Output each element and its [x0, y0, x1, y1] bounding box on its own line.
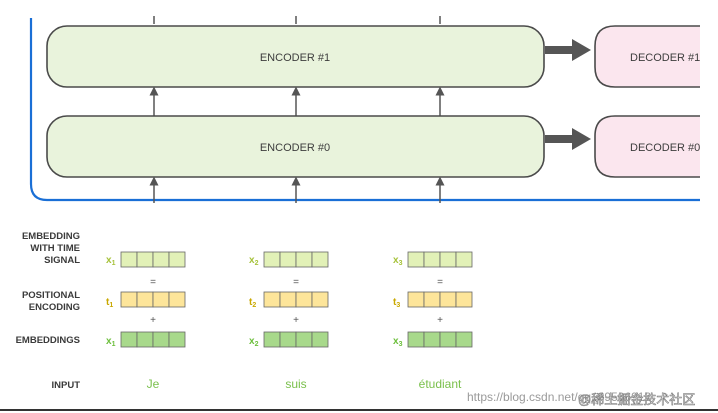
equals-sign-2: =: [293, 277, 299, 288]
watermark-tag: @稀土掘金技术社区: [578, 392, 695, 407]
token-column-1: x1 = t1 + x1 Je: [106, 251, 186, 391]
row-label-input: INPUT: [52, 380, 81, 391]
row-label-time-signal-3: SIGNAL: [44, 255, 80, 266]
positional-var-1: t1: [106, 297, 113, 309]
time-signal-vector-3: [407, 251, 473, 268]
watermark-url: https://blog.csdn.net/qq_39506912: [467, 390, 651, 404]
decoder-0-label: DECODER #0: [630, 142, 700, 154]
positional-var-2: t2: [249, 297, 256, 309]
row-label-time-signal-2: WITH TIME: [30, 243, 80, 254]
decoder-1-label: DECODER #1: [630, 52, 700, 64]
decoder-0-box: [594, 115, 700, 178]
positional-vector-3: [407, 291, 473, 308]
encoder-1-label: ENCODER #1: [260, 52, 330, 64]
token-column-3: x3 = t3 + x3 étudiant: [393, 251, 473, 391]
plus-sign-1: +: [150, 315, 156, 326]
positional-vector-2: [263, 291, 329, 308]
time-signal-vector-2: [263, 251, 329, 268]
time-signal-vector-1: [120, 251, 186, 268]
plus-sign-3: +: [437, 315, 443, 326]
encoder-to-decoder-0-arrow: [545, 128, 591, 150]
row-label-positional-2: ENCODING: [29, 302, 80, 313]
plus-sign-2: +: [293, 315, 299, 326]
embedding-var-1: x1: [106, 336, 116, 348]
embedding-vector-2: [263, 331, 329, 348]
input-word-1: Je: [147, 377, 160, 391]
row-label-time-signal-1: EMBEDDING: [22, 231, 80, 242]
time-signal-var-3: x3: [393, 255, 403, 267]
decoder-1-box: [594, 25, 700, 88]
embedding-var-2: x2: [249, 336, 259, 348]
encoder-0-label: ENCODER #0: [260, 142, 330, 154]
token-column-2: x2 = t2 + x2 suis: [249, 251, 329, 391]
embedding-vector-3: [407, 331, 473, 348]
embedding-var-3: x3: [393, 336, 403, 348]
input-word-2: suis: [285, 377, 306, 391]
encoder-stack-frame: [29, 18, 700, 202]
equals-sign-1: =: [150, 277, 156, 288]
encoder-to-decoder-1-arrow: [545, 39, 591, 61]
row-label-positional-1: POSITIONAL: [22, 290, 80, 301]
embedding-vector-1: [120, 331, 186, 348]
positional-vector-1: [120, 291, 186, 308]
row-label-embeddings: EMBEDDINGS: [16, 335, 80, 346]
positional-var-3: t3: [393, 297, 400, 309]
input-word-3: étudiant: [419, 377, 462, 391]
time-signal-var-2: x2: [249, 255, 259, 267]
time-signal-var-1: x1: [106, 255, 116, 267]
equals-sign-3: =: [437, 277, 443, 288]
